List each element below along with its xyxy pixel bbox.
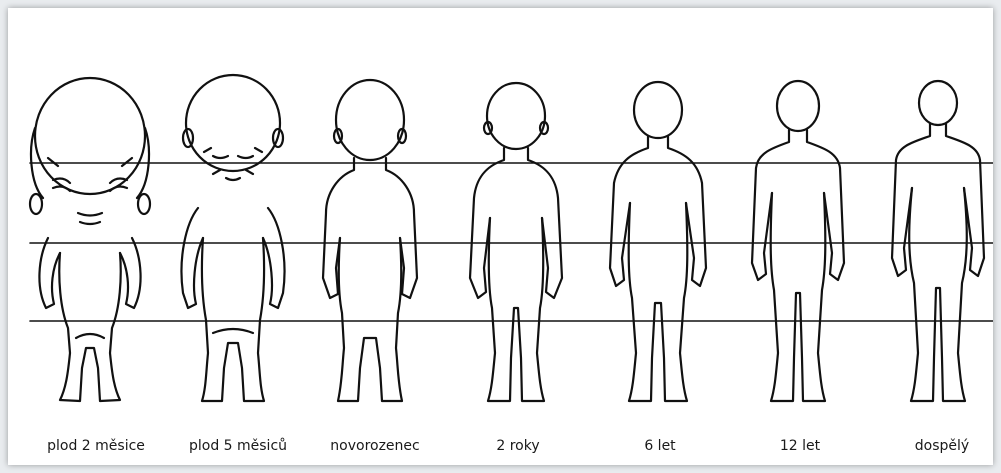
- label-newborn: novorozenec: [330, 438, 419, 454]
- figure-2-years: [470, 83, 562, 401]
- figure-fetus-5-months: [181, 75, 284, 401]
- figure-6-years: [610, 82, 706, 401]
- label-fetus-2-months: plod 2 měsice: [47, 438, 145, 454]
- label-fetus-5-months: plod 5 měsiců: [189, 438, 287, 454]
- label-adult: dospělý: [915, 438, 969, 454]
- label-2-years: 2 roky: [496, 438, 539, 454]
- label-6-years: 6 let: [644, 438, 675, 454]
- figure-fetus-2-months: [30, 78, 150, 401]
- figure-panel: plod 2 měsice plod 5 měsiců novorozenec …: [8, 8, 993, 465]
- body-proportions-drawing: [8, 8, 993, 465]
- stage-labels: plod 2 měsice plod 5 měsiců novorozenec …: [8, 438, 993, 460]
- figure-newborn: [323, 80, 417, 401]
- figure-adult: [892, 81, 984, 401]
- figure-12-years: [752, 81, 844, 401]
- label-12-years: 12 let: [780, 438, 820, 454]
